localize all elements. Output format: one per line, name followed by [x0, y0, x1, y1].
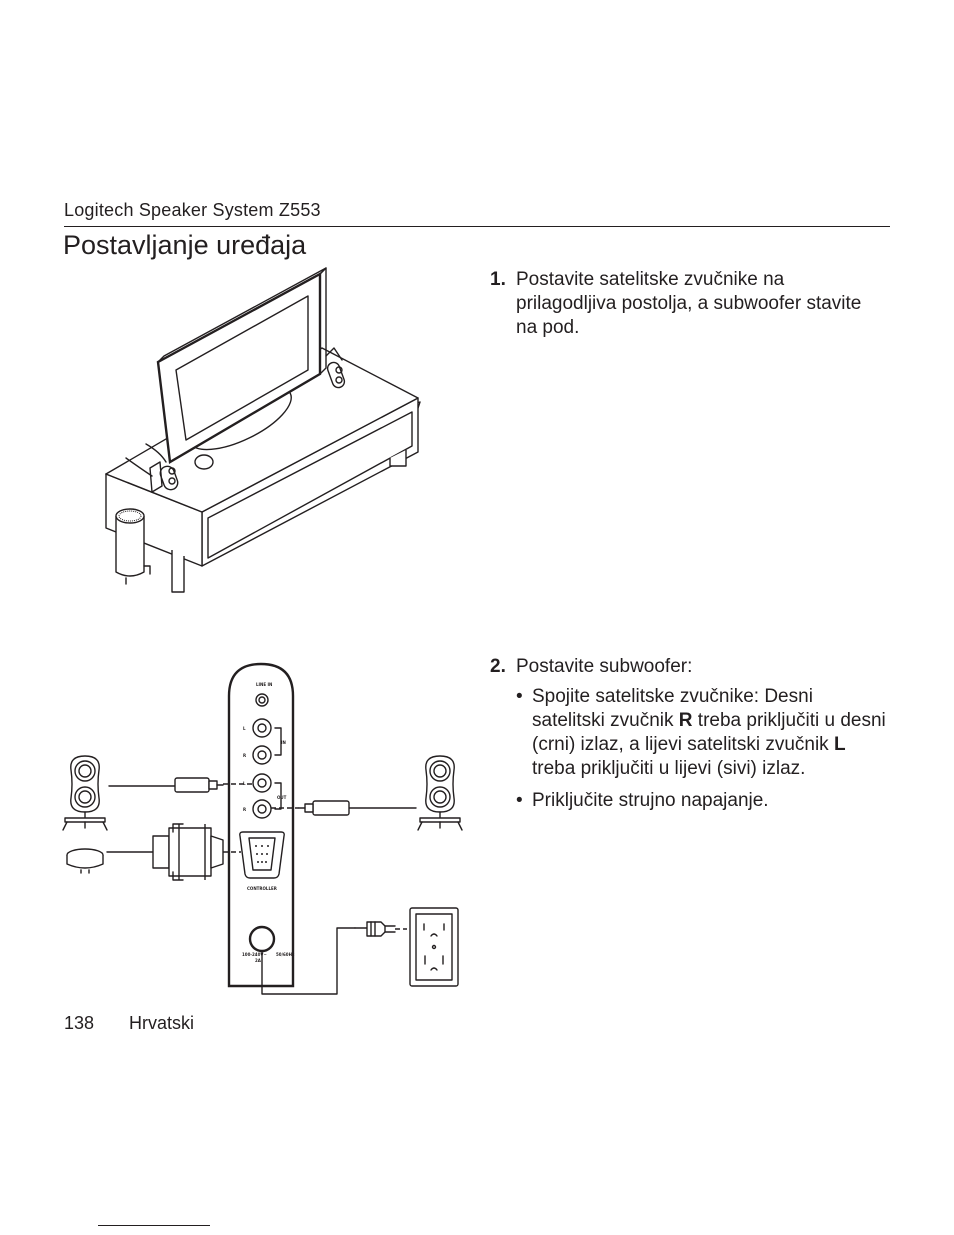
power-voltage-label: 100-240V~ [242, 952, 267, 957]
bullet-dot: • [516, 790, 523, 811]
speaker-wiring-diagram-illustration: LINE IN L R IN L R OUT CONTROLLER 100-24… [62, 662, 463, 995]
footer-rule [98, 1225, 210, 1226]
footer-language: Hrvatski [129, 1013, 195, 1033]
tv-speaker-setup-illustration [105, 267, 421, 593]
step-1: 1. Postavite satelitske zvučnike na pril… [490, 268, 876, 340]
header-rule [64, 226, 890, 227]
page-title: Postavljanje uređaja [63, 230, 307, 260]
power-plug-icon [366, 921, 407, 937]
step-2: 2. Postavite subwoofer: • Spojite sateli… [490, 655, 886, 821]
right-satellite-speaker [417, 755, 463, 831]
out-left-label: L [243, 781, 246, 786]
controller-puck [66, 848, 104, 874]
running-title: Logitech Speaker System Z553 [64, 200, 321, 220]
power-frequency-label: 50/60Hz [276, 952, 295, 957]
controller-label: CONTROLLER [247, 886, 277, 891]
step-2-text: Postavite subwoofer: [516, 656, 693, 677]
wall-outlet-icon [409, 907, 459, 987]
step-2-number: 2. [490, 656, 506, 677]
in-label: IN [281, 740, 286, 745]
right-speaker-key: R [678, 710, 693, 731]
in-left-label: L [243, 726, 246, 731]
step-1-number: 1. [490, 269, 506, 290]
in-right-label: R [243, 753, 246, 758]
step-2-bullets: • Spojite satelitske zvučnike: Desni sat… [516, 685, 886, 813]
out-label: OUT [277, 795, 287, 800]
step-1-text: Postavite satelitske zvučnike na prilago… [516, 269, 862, 338]
bullet-item: • Spojite satelitske zvučnike: Desni sat… [516, 686, 886, 779]
out-right-label: R [243, 807, 246, 812]
left-speaker-key: L [833, 734, 846, 755]
page-number: 138 [64, 1013, 95, 1033]
line-in-label: LINE IN [256, 682, 272, 687]
left-satellite-speaker [62, 755, 108, 831]
bullet-item: • Priključite strujno napajanje. [516, 790, 769, 811]
bullet-dot: • [516, 686, 523, 707]
power-amp-label: 2A [255, 958, 262, 963]
